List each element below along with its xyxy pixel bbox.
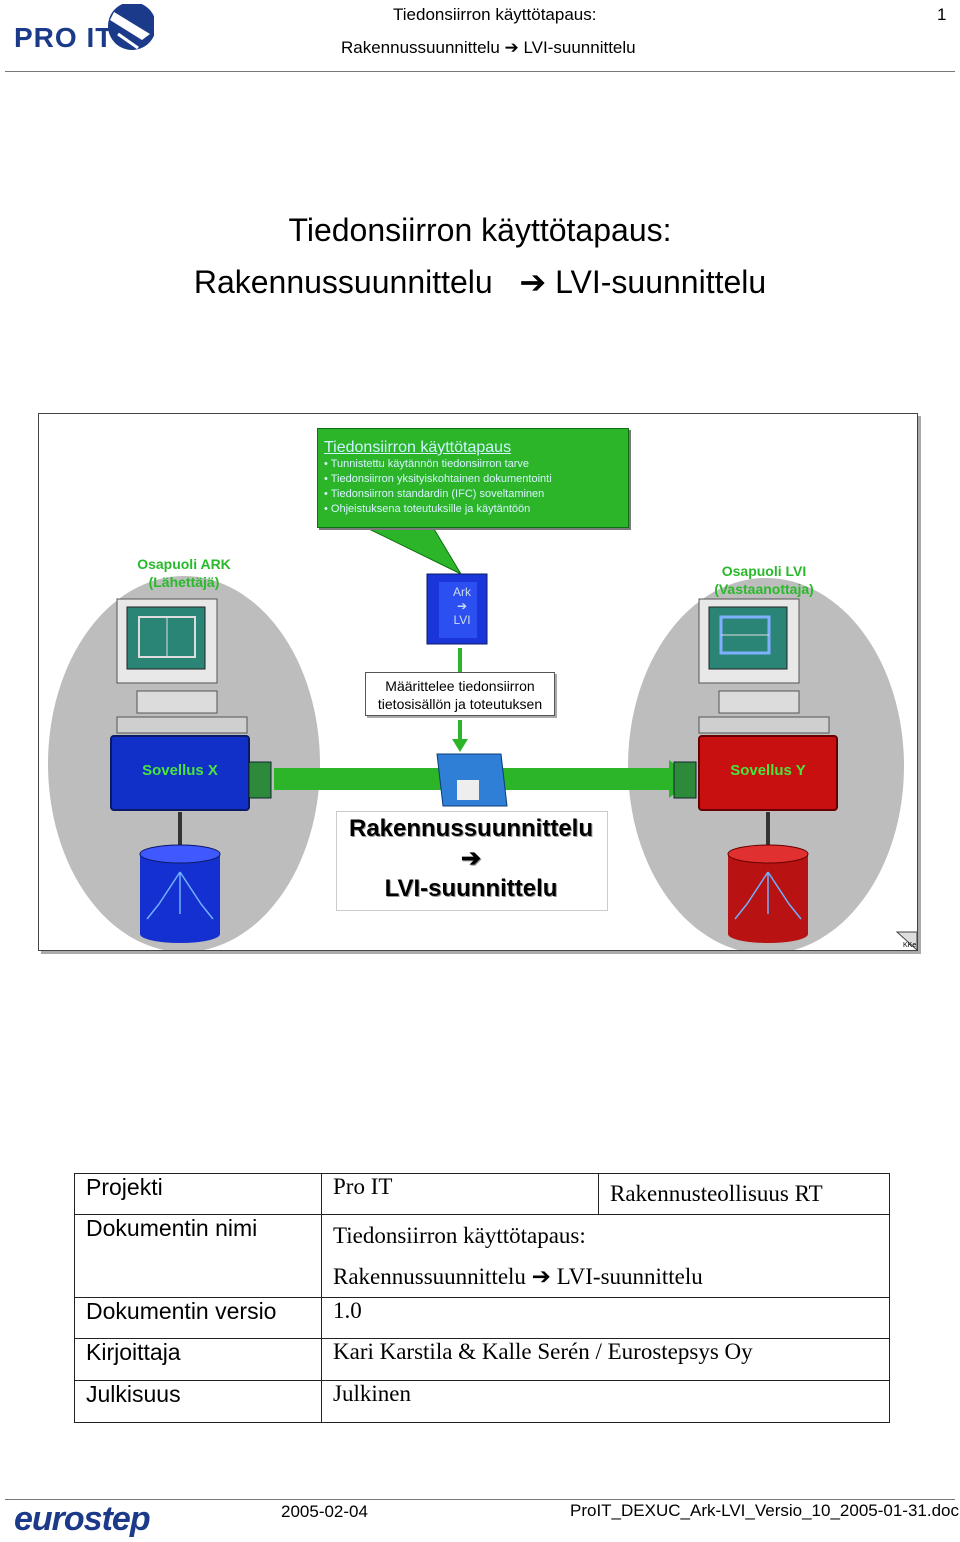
diagram-graphics (48, 528, 917, 950)
sovellus-x-label: Sovellus X (142, 762, 218, 779)
value-dokumentin-nimi: Tiedonsiirron käyttötapaus: Rakennussuun… (321, 1214, 890, 1298)
callout-item: • Tunnistettu käytännön tiedonsiirron ta… (324, 458, 530, 470)
proit-logo-text: PRO IT (14, 22, 114, 53)
callout-pointer (368, 528, 463, 576)
table-row: Dokumentin versio 1.0 (74, 1297, 890, 1339)
proit-logo: PRO IT (14, 2, 156, 54)
define-note: Määrittelee tiedonsiirron tietosisällön … (365, 672, 555, 716)
header-title-line2: Rakennussuunnittelu ➔ LVI-suunnittelu (341, 38, 636, 57)
sovellus-y-label: Sovellus Y (730, 762, 806, 779)
value-kirjoittaja: Kari Karstila & Kalle Serén / Eurostepsy… (321, 1338, 890, 1381)
value-projekti: Pro IT (321, 1173, 599, 1215)
sovellus-y-connector (673, 761, 697, 799)
down-arrowhead (452, 739, 468, 752)
page-number: 1 (937, 5, 947, 24)
header-title-line1: Tiedonsiirron käyttötapaus: (393, 5, 597, 24)
value-projekti-extra: Rakennusteollisuus RT (598, 1173, 890, 1215)
value-dokumentin-versio: 1.0 (321, 1297, 890, 1339)
receiver-computer-icon (698, 598, 830, 734)
use-case-diagram: Tiedonsiirron käyttötapaus • Tunnistettu… (38, 413, 918, 951)
sender-database-icon (139, 844, 221, 943)
table-row: Dokumentin nimi Tiedonsiirron käyttötapa… (74, 1214, 890, 1298)
value-julkisuus: Julkinen (321, 1380, 890, 1423)
label-projekti: Projekti (74, 1173, 322, 1215)
corner-fold (895, 931, 917, 950)
footer-divider (5, 1499, 955, 1500)
transfer-label-box (336, 811, 608, 911)
corner-mark: KKe (903, 942, 917, 949)
main-title-left: Rakennussuunnittelu (193, 264, 493, 300)
sender-label: Osapuoli ARK (Lähettäjä) (137, 556, 231, 590)
sovellus-y-block (698, 735, 838, 811)
eurostep-logo: eurostep (14, 1500, 151, 1539)
receiver-database-icon (727, 844, 809, 943)
label-dokumentin-nimi: Dokumentin nimi (74, 1214, 322, 1298)
receiver-label: Osapuoli LVI (Vastaanottaja) (714, 563, 814, 597)
floppy-disk-icon (436, 753, 508, 807)
callout-item: • Tiedonsiirron yksityiskohtainen dokume… (324, 473, 552, 485)
label-dokumentin-versio: Dokumentin versio (74, 1297, 322, 1339)
main-title-line1: Tiedonsiirron käyttötapaus: (288, 212, 672, 248)
table-row: Julkisuus Julkinen (74, 1380, 890, 1423)
table-row: Projekti Pro IT Rakennusteollisuus RT (74, 1173, 890, 1215)
eurostep-logo-text: eurostep (14, 1500, 151, 1538)
arrow-icon: ➔ (519, 264, 547, 300)
callout-item: • Tiedonsiirron standardin (IFC) sovelta… (324, 488, 545, 500)
table-row: Kirjoittaja Kari Karstila & Kalle Serén … (74, 1338, 890, 1381)
main-title-line2: Rakennussuunnittelu ➔ LVI-suunnittelu (0, 263, 960, 301)
callout-item: • Ohjeistuksena toteutuksille ja käytänt… (324, 503, 531, 515)
header-divider (5, 71, 955, 72)
transfer-label: Rakennussuunnittelu ➔ LVI-suunnittelu (348, 815, 594, 902)
label-kirjoittaja: Kirjoittaja (74, 1338, 322, 1381)
label-julkisuus: Julkisuus (74, 1380, 322, 1423)
use-case-callout: Tiedonsiirron käyttötapaus • Tunnistettu… (317, 428, 629, 528)
document-meta-table: Projekti Pro IT Rakennusteollisuus RT Do… (74, 1173, 890, 1423)
sender-computer-icon (116, 598, 248, 734)
footer-date: 2005-02-04 (281, 1502, 368, 1521)
main-title-right: LVI-suunnittelu (555, 264, 767, 300)
proit-logo-graphic (108, 2, 156, 50)
sovellus-x-connector (248, 761, 272, 799)
footer-filename: ProIT_DEXUC_Ark-LVI_Versio_10_2005-01-31… (570, 1501, 960, 1520)
binder-icon (426, 573, 488, 645)
callout-title: Tiedonsiirron käyttötapaus (324, 439, 512, 456)
binder-label: Ark ➔ LVI (453, 585, 471, 627)
